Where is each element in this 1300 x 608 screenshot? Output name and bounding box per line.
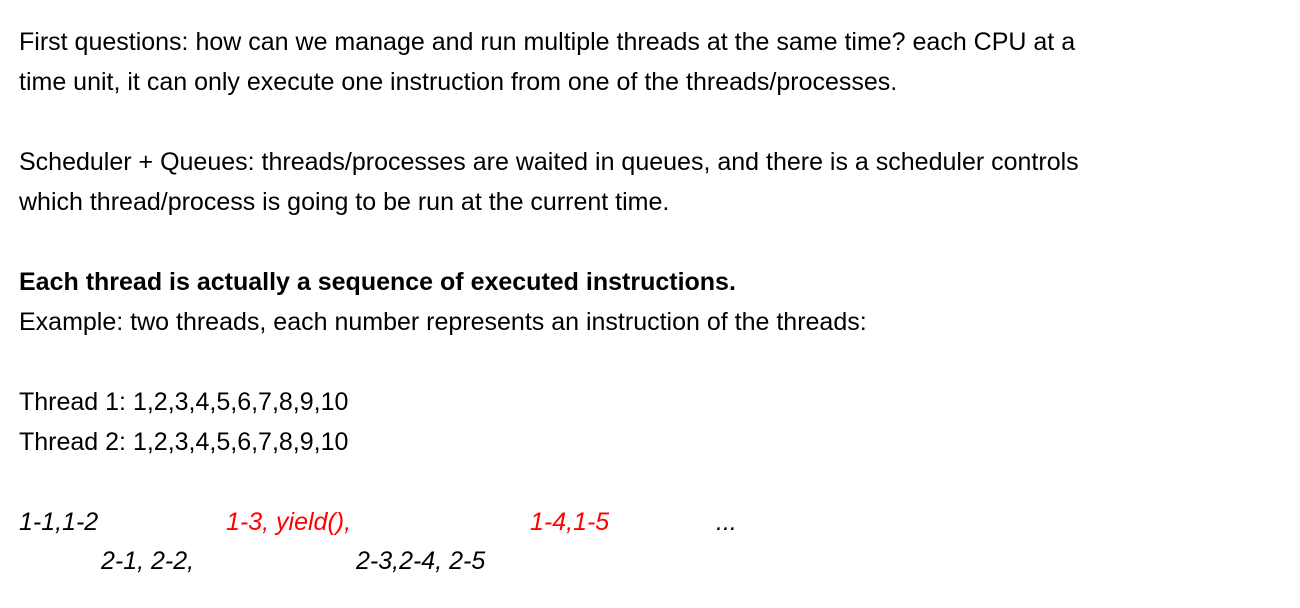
- intro-line-2: time unit, it can only execute one instr…: [19, 68, 898, 96]
- seq-top-1: 1-1,1-2: [19, 508, 99, 536]
- seq-bottom-2: 2-3,2-4, 2-5: [356, 547, 486, 575]
- thread-1-line: Thread 1: 1,2,3,4,5,6,7,8,9,10: [19, 388, 349, 416]
- seq-top-ellipsis: ...: [716, 508, 737, 536]
- seq-top-3: 1-4,1-5: [530, 508, 610, 536]
- scheduler-line-2: which thread/process is going to be run …: [19, 188, 670, 216]
- example-line: Example: two threads, each number repres…: [19, 308, 867, 336]
- section-heading: Each thread is actually a sequence of ex…: [19, 268, 736, 296]
- seq-bottom-1: 2-1, 2-2,: [101, 547, 195, 575]
- intro-line-1: First questions: how can we manage and r…: [19, 28, 1076, 56]
- thread-2-line: Thread 2: 1,2,3,4,5,6,7,8,9,10: [19, 428, 349, 456]
- seq-top-2: 1-3, yield(),: [226, 508, 352, 536]
- scheduler-line-1: Scheduler + Queues: threads/processes ar…: [19, 148, 1079, 176]
